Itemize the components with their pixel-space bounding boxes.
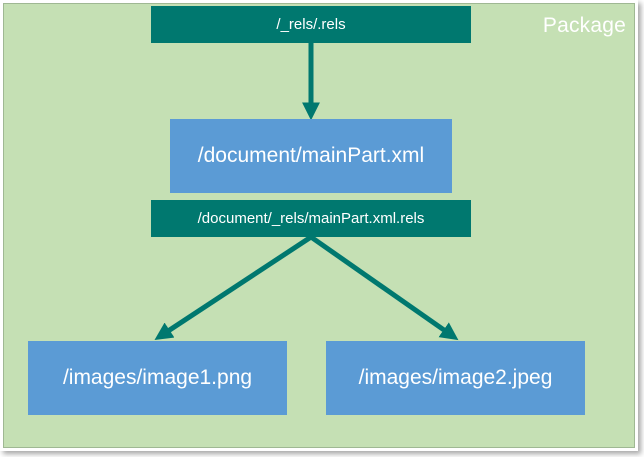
main-part-label: /document/mainPart.xml — [197, 144, 425, 167]
diagram-frame: /_rels/.rels /document/mainPart.xml /doc… — [3, 3, 635, 448]
image1-box: /images/image1.png — [28, 341, 287, 415]
arrow-main-to-image2 — [309, 234, 459, 341]
image2-label: /images/image2.jpeg — [358, 366, 553, 389]
package-label: Package — [542, 14, 626, 37]
image2-box: /images/image2.jpeg — [326, 341, 585, 415]
main-rels-label: /document/_rels/mainPart.xml.rels — [197, 210, 425, 227]
root-rels-label: /_rels/.rels — [276, 16, 346, 33]
arrows-layer — [154, 43, 459, 341]
main-rels-box: /document/_rels/mainPart.xml.rels — [151, 200, 471, 237]
arrow-main-to-image1 — [154, 234, 313, 340]
root-rels-box: /_rels/.rels — [151, 6, 471, 43]
main-part-box: /document/mainPart.xml — [170, 119, 452, 193]
package-container: /_rels/.rels /document/mainPart.xml /doc… — [3, 3, 635, 448]
image1-label: /images/image1.png — [62, 366, 253, 389]
